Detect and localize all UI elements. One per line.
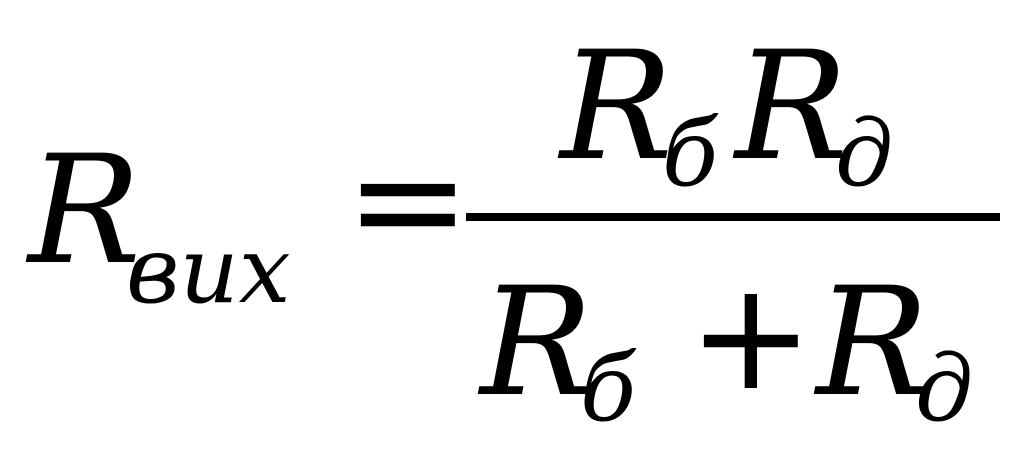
numerator-term1-subscript: б — [662, 100, 719, 207]
fraction-bar — [466, 213, 1000, 221]
numerator-term2-subscript: д — [835, 100, 894, 207]
equals-sign: = — [345, 114, 471, 288]
denominator-term1-symbol: R — [480, 256, 593, 430]
numerator-term1-symbol: R — [560, 20, 673, 194]
lhs-subscript: вих — [126, 217, 291, 324]
lhs-symbol: R — [28, 124, 141, 298]
denominator-term1-subscript: б — [580, 335, 637, 442]
numerator-term2-symbol: R — [735, 20, 848, 194]
denominator-term2-subscript: д — [915, 335, 974, 442]
denominator-term2-symbol: R — [816, 256, 929, 430]
plus-sign: + — [688, 250, 814, 424]
